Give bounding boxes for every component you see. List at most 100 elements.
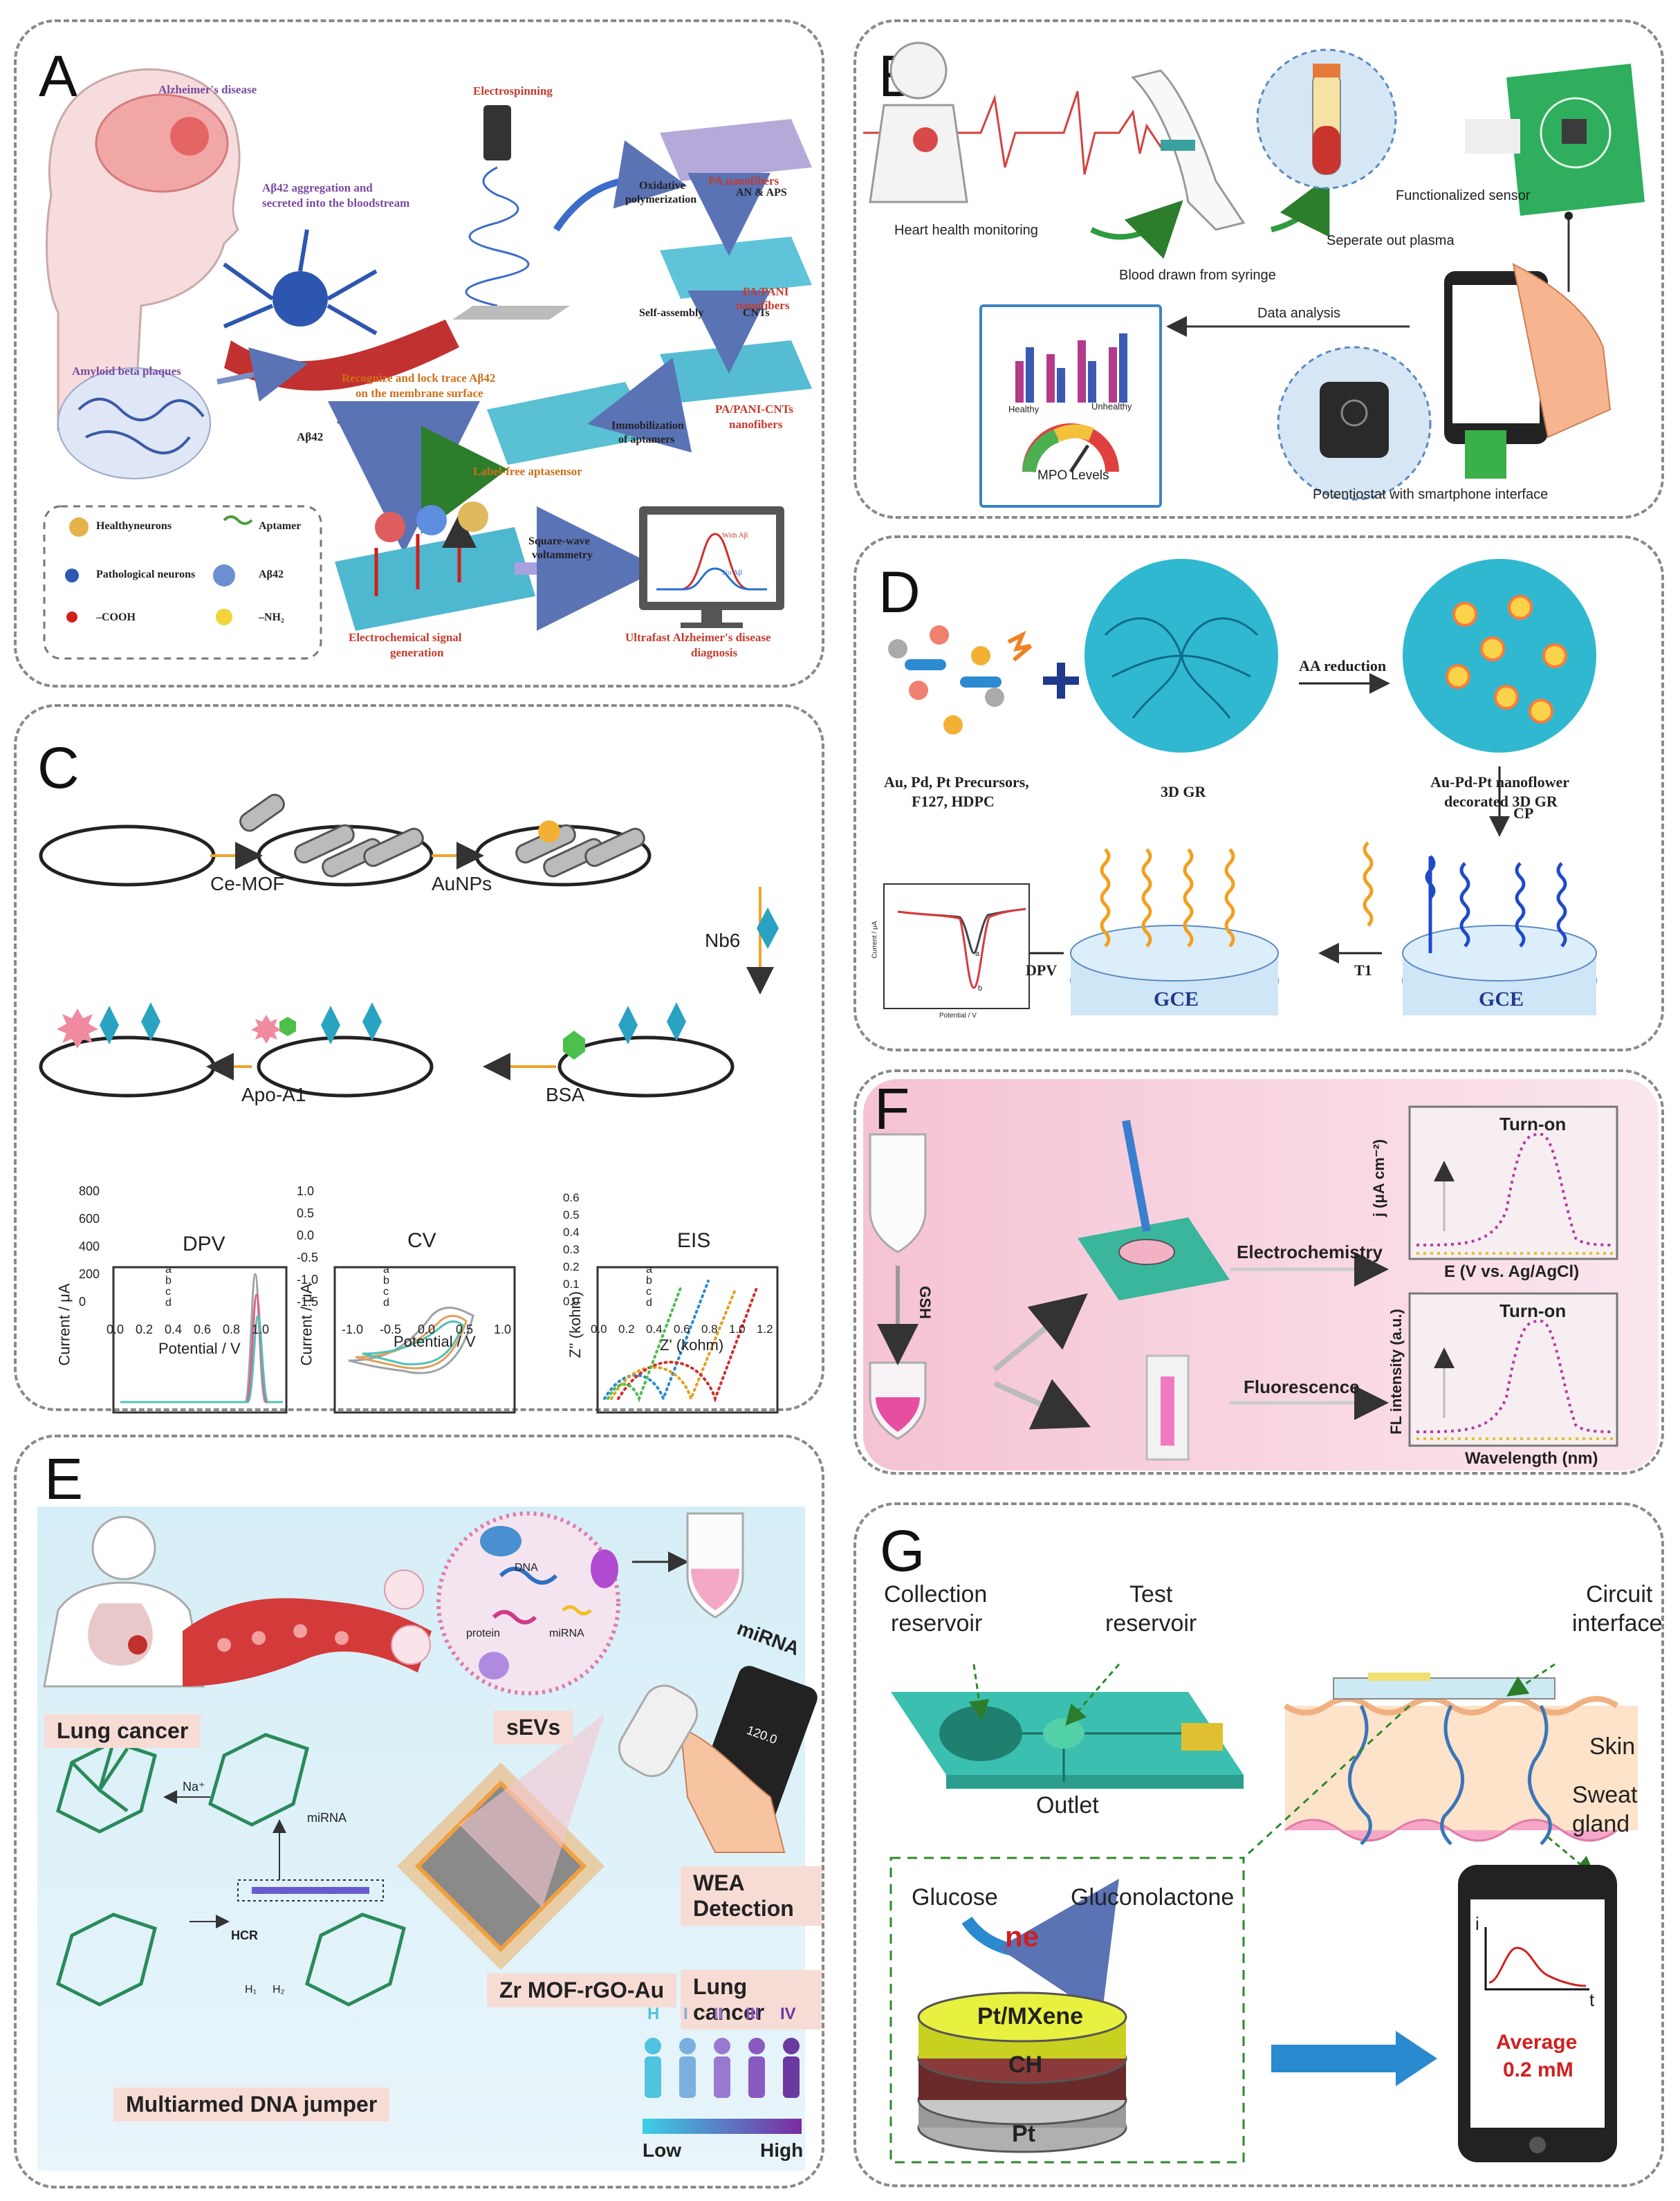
lungs-icon: [88, 1603, 153, 1666]
eis-xtick: 1.2: [757, 1323, 773, 1336]
an-aps-label: AN & APS: [736, 187, 787, 199]
protein-label: protein: [466, 1628, 500, 1639]
legend-aptamer: Aptamer: [259, 520, 302, 532]
panel-c-label: C: [37, 735, 80, 800]
apoa1-label: Apo-A1: [241, 1084, 306, 1105]
eis-legend-entry: a: [646, 1264, 652, 1276]
no-ab-label: No Aβ: [722, 569, 743, 577]
electrode-disc-1: [39, 825, 216, 887]
panel-b-art: [863, 42, 1645, 508]
collection-reservoir-icon: [939, 1706, 1022, 1761]
cv-ytick: -1.0: [297, 1273, 319, 1287]
neuron-icon: [273, 271, 328, 326]
x2-label: Wavelength (nm): [1465, 1449, 1598, 1468]
electrochem-sheet: [335, 527, 535, 631]
turnon1-label: Turn-on: [1499, 1114, 1567, 1134]
sevs-pill: sEVs: [494, 1711, 573, 1744]
alzheimers-label: Alzheimer's disease: [158, 83, 257, 96]
legend-ab42: Aβ42: [259, 569, 284, 580]
wea-pill: WEA Detection: [681, 1866, 822, 1926]
eis-ytick: 0.3: [563, 1243, 580, 1256]
fluorescence-label: Fluorescence: [1244, 1376, 1360, 1397]
y2-label: FL intensity (a.u.): [1387, 1309, 1405, 1435]
cv-ytick: 0.5: [297, 1206, 315, 1220]
circuit-patch: [1333, 1677, 1556, 1700]
eis-ytick: 0.2: [563, 1260, 580, 1273]
pa-nano-label: PA nanofibers: [708, 174, 779, 187]
panel-d-label: D: [878, 560, 921, 625]
dpv-legend-entry: c: [165, 1286, 171, 1298]
mpo-label: MPO Levels: [1037, 468, 1109, 483]
self-assembly-label: Self-assembly: [639, 307, 704, 319]
skin-label: Skin: [1589, 1733, 1636, 1760]
eis-xlabel: Z' (kohm): [660, 1336, 724, 1354]
eis-ytick: 0.0: [563, 1295, 580, 1308]
lung-cancer2-pill: Lung cancer: [681, 1970, 822, 2029]
x1-label: E (V vs. Ag/AgCl): [1444, 1262, 1580, 1281]
eis-ytick: 0.5: [563, 1208, 580, 1222]
cv-axes: [333, 1266, 516, 1414]
electrochem-label: Electrochemistry: [1237, 1242, 1383, 1262]
eis-title: EIS: [677, 1229, 711, 1252]
nb6-label: Nb6: [705, 930, 741, 951]
ultrafast-label2: diagnosis: [691, 646, 738, 659]
gce-left-label: GCE: [1154, 988, 1199, 1011]
immob-label: Immobilization: [611, 420, 684, 432]
healthy-label: Healthy: [1008, 404, 1040, 414]
severity-scale: [643, 2119, 802, 2134]
cv-xlabel: Potential / V: [394, 1333, 476, 1350]
mirna2-label: miRNA: [307, 1811, 347, 1825]
outlet-label: Outlet: [1036, 1792, 1099, 1818]
nanoflower-label: Au-Pd-Pt nanoflower: [1430, 773, 1570, 791]
legend-patho: Pathological neurons: [96, 569, 196, 580]
abeta-agg-label: Aβ42 aggregation and: [262, 181, 373, 194]
panel-a-label: A: [39, 44, 78, 109]
h2-label: H₂: [273, 1984, 285, 1996]
dpv-xtick: 0.4: [165, 1323, 183, 1336]
interface-label: interface: [1572, 1610, 1663, 1637]
oxidative-label: Oxidative: [639, 180, 685, 192]
gr3d-label: 3D GR: [1161, 783, 1206, 800]
mini-b-label: b: [978, 984, 983, 993]
aunp-icon: [538, 820, 560, 842]
dpv-ytick: 800: [79, 1184, 100, 1198]
ch-label: CH: [1008, 2052, 1043, 2078]
panel-a: A: [14, 19, 824, 688]
nanoflower-label2: decorated 3D GR: [1444, 793, 1558, 810]
functionalized-label: Functionalized sensor: [1396, 188, 1531, 203]
panel-c: C: [14, 704, 824, 1414]
polymerization-label: polymerization: [625, 194, 697, 205]
elec-signal-label: Electrochemical signal: [349, 631, 462, 644]
dpv-xtick: 0.6: [194, 1323, 212, 1336]
precursors-label: Au, Pd, Pt Precursors,: [884, 773, 1029, 791]
unhealthy-label: Unhealthy: [1091, 401, 1132, 412]
dpv-ytick: 600: [79, 1212, 100, 1226]
cv-ytick: 0.0: [297, 1228, 315, 1242]
recognize-label2: on the membrane surface: [356, 387, 483, 400]
pa-pani-label: PA/PANI: [743, 285, 789, 298]
panel-a-art: [43, 68, 812, 660]
panel-e: E DNA protein miRNA miRNA Lung cancer sE…: [14, 1435, 824, 2189]
stage-4: IV: [780, 2005, 796, 2023]
cemof-label: Ce-MOF: [210, 873, 285, 894]
with-ab-label: With Aβ: [722, 531, 748, 540]
circuit-label: Circuit: [1586, 1581, 1653, 1608]
legend-box: [43, 505, 322, 660]
cv-legend-entry: a: [383, 1264, 389, 1276]
mini-xlabel: Potential / V: [939, 1012, 977, 1020]
sqw-label: Square-wave: [528, 535, 590, 547]
pipette-icon: [1122, 1119, 1151, 1233]
eis-legend-entry: d: [646, 1297, 652, 1309]
jumper-pill: Multiarmed DNA jumper: [113, 2088, 390, 2121]
eis-xtick: 0.0: [591, 1323, 607, 1336]
plus-icon: [1043, 663, 1079, 699]
elec-signal-label2: generation: [390, 646, 444, 659]
pt-label: Pt: [1012, 2121, 1035, 2147]
hcr-label: HCR: [231, 1928, 258, 1942]
panel-g-label: G: [880, 1518, 925, 1583]
gsh-label: GSH: [916, 1286, 934, 1319]
aa-label: AA reduction: [1299, 657, 1387, 674]
eis-ytick: 0.6: [563, 1191, 580, 1204]
panel-f: F GSH Electrochemistry Fluorescence Turn…: [853, 1069, 1664, 1475]
eis-legend-entry: c: [646, 1286, 652, 1298]
